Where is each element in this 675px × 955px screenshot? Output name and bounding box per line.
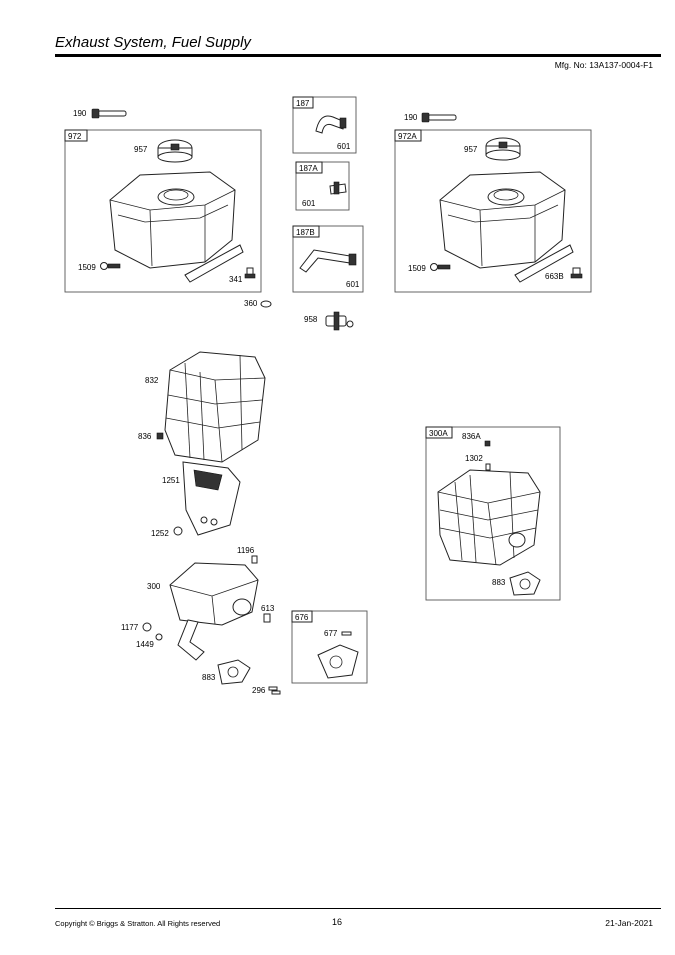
bolt-190-left [91,108,127,119]
fuel-line-187b [299,249,351,273]
fuel-tank-assembly-972: 190 972 957 1509 341 [64,108,272,308]
box-label-187a: 187A [299,164,318,173]
page-number: 16 [332,917,343,927]
screw-1196 [251,555,258,564]
box-972a [394,129,592,293]
footer-rule [55,908,661,909]
callout-1509-right: 1509 [408,264,426,273]
callout-601-187: 601 [337,142,351,151]
callout-296: 296 [252,686,266,695]
muffler-guard-832 [164,351,266,463]
bolt-190-right [421,112,457,123]
page-title: Exhaust System, Fuel Supply [55,34,251,51]
callout-601-187a: 601 [302,199,316,208]
callout-360: 360 [244,299,258,308]
callout-1252: 1252 [151,529,169,538]
gasket-883-right [509,571,541,596]
callout-1251: 1251 [162,476,180,485]
callout-1302: 1302 [465,454,483,463]
screw-1252 [173,526,183,536]
fuel-line-187 [315,115,346,134]
fuel-tank-assembly-972a: 190 972A 957 1509 663 [394,112,592,293]
screw-677 [341,631,352,636]
callout-341: 341 [229,275,243,284]
box-tag-187b [292,225,320,238]
box-tag-187a [295,161,323,174]
screw-1302 [485,463,491,471]
callout-832: 832 [145,376,159,385]
callout-613: 613 [261,604,275,613]
fuel-valve-958 [325,311,354,331]
washer-1449 [155,633,163,641]
deflector-676 [317,644,359,679]
callout-883-left: 883 [202,673,216,682]
clamp-601-187b [348,253,357,266]
muffler-guard-group: 832 836 1251 1252 [138,351,266,538]
box-label-676: 676 [295,613,309,622]
callout-958: 958 [304,315,318,324]
callout-601-187b: 601 [346,280,360,289]
callout-1449: 1449 [136,640,154,649]
callout-190-left: 190 [73,109,87,118]
mfg-number: Mfg. No: 13A137-0004-F1 [554,60,653,70]
box-tag-187 [292,96,314,109]
muffler-300 [169,562,259,661]
fuel-cap-957-left [157,139,193,163]
box-label-187: 187 [296,99,310,108]
box-tag-972a [394,129,422,142]
muffler-group-300: 1196 300 613 1177 1449 883 296 [121,546,281,695]
box-300a [425,426,561,601]
fuel-tank-left [109,171,244,283]
footer-date: 21-Jan-2021 [605,918,653,928]
clamp-601-187a [333,181,340,195]
box-187 [292,96,357,154]
bolt-663b [570,267,583,279]
nut-836a [484,440,491,447]
box-972 [64,129,262,293]
fuel-cap-957-right [485,137,521,161]
spark-arrestor-group-676: 676 677 [291,610,368,684]
clip-1509-right [430,263,451,271]
washer-360 [260,300,272,308]
screw-613 [263,613,271,623]
bolt-341 [244,267,256,279]
box-187b [292,225,364,293]
callout-663b: 663B [545,272,564,281]
box-label-187b: 187B [296,228,315,237]
box-label-300a: 300A [429,429,448,438]
fuel-tank-right [439,171,574,283]
fuel-line-group-187: 187 601 187A 601 187B 601 958 [292,96,364,331]
nut-836 [156,432,164,440]
header-rule [55,54,661,57]
heat-shield-1251 [182,461,241,536]
muffler-with-guard-300a [437,469,541,566]
box-tag-300a [425,426,453,439]
clamp-601-187 [339,117,347,129]
box-676 [291,610,368,684]
box-label-972: 972 [68,132,82,141]
callout-677: 677 [324,629,338,638]
box-tag-676 [291,610,313,623]
clip-1509-left [100,262,121,270]
callout-957-right: 957 [464,145,478,154]
box-label-972a: 972A [398,132,417,141]
box-tag-972 [64,129,88,142]
callout-1196: 1196 [237,546,255,555]
callout-300: 300 [147,582,161,591]
callout-836a: 836A [462,432,481,441]
gasket-883-left [217,659,251,685]
copyright-text: Copyright © Briggs & Stratton. All Right… [55,919,221,928]
screws-296 [268,686,281,695]
nut-1177 [142,622,152,632]
callout-957-left: 957 [134,145,148,154]
callout-836: 836 [138,432,152,441]
callout-1177: 1177 [121,623,139,632]
callout-190-right: 190 [404,113,418,122]
callout-883-right: 883 [492,578,506,587]
callout-1509-left: 1509 [78,263,96,272]
muffler-assembly-300a: 300A 836A 1302 883 [425,426,561,601]
